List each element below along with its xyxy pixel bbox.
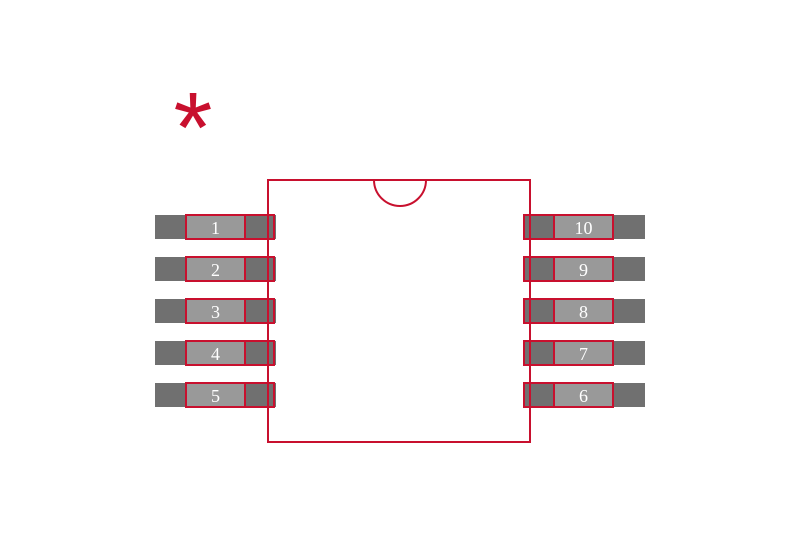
pin1-marker-asterisk: *: [174, 72, 213, 184]
pin-number-label: 6: [579, 386, 588, 406]
pin-number-label: 7: [579, 344, 588, 364]
pin-4: 4: [155, 340, 276, 366]
package-body-outline: [267, 179, 531, 443]
pin-number-label: 1: [211, 218, 220, 238]
pin-pad-center: [186, 257, 245, 281]
pin-outline: [523, 298, 614, 324]
pin-number-label: 2: [211, 260, 220, 280]
pin-number-label: 8: [579, 302, 588, 322]
pin-outline: [523, 214, 614, 240]
pin-8: 8: [523, 298, 645, 324]
pin-number-label: 9: [579, 260, 588, 280]
pin-outline: [185, 382, 275, 408]
pin-outline: [185, 214, 275, 240]
pin-9: 9: [523, 256, 645, 282]
pin-number-label: 10: [575, 218, 593, 238]
pin-pad-center: [186, 383, 245, 407]
pin1-notch: [373, 179, 427, 207]
pin-1: 1: [155, 214, 276, 240]
pin-pad-center: [186, 215, 245, 239]
pin-layer: 1 2 3 4 5 10 9 8 7 6: [155, 214, 645, 408]
pin-pad-center: [186, 299, 245, 323]
pin-7: 7: [523, 340, 645, 366]
pin-pad-center: [554, 383, 613, 407]
pin-pad-center: [554, 215, 613, 239]
pin-number-label: 5: [211, 386, 220, 406]
pin-outline: [185, 340, 275, 366]
pin-number-label: 4: [211, 344, 220, 364]
pin-pad-center: [554, 299, 613, 323]
pin-6: 6: [523, 382, 645, 408]
pin-outline: [523, 340, 614, 366]
pin-outline: [185, 298, 275, 324]
pin-outline: [523, 256, 614, 282]
pin-10: 10: [523, 214, 645, 240]
pin-2: 2: [155, 256, 276, 282]
pin-pad-center: [186, 341, 245, 365]
pin-3: 3: [155, 298, 276, 324]
pin-pad-center: [554, 341, 613, 365]
pin-pad-center: [554, 257, 613, 281]
pin-number-label: 3: [211, 302, 220, 322]
pin-outline: [185, 256, 275, 282]
pin-outline: [523, 382, 614, 408]
pin-5: 5: [155, 382, 276, 408]
